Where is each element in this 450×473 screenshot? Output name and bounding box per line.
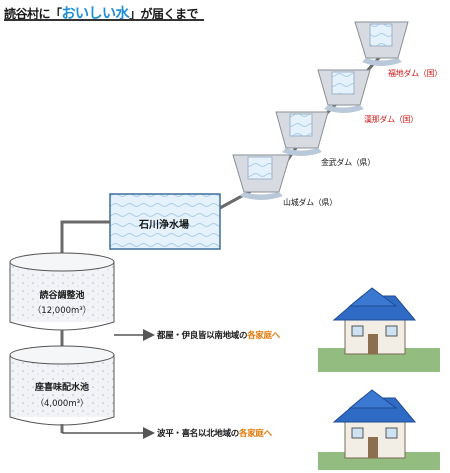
tank-capacity-zakimi: （4,000m³） xyxy=(35,399,89,409)
pipe-plant-tank xyxy=(60,220,110,262)
tank-zakimi xyxy=(9,345,115,426)
destination-2-text: 波平・喜名以北地域の xyxy=(157,429,240,439)
tank-label-yomitan: 読谷調整池 xyxy=(39,291,85,301)
destination-1-text: 都屋・伊良皆以南地域の xyxy=(157,331,248,341)
page-title: 読谷村に「おいしい水」が届くまで xyxy=(4,3,199,23)
title-suffix: 」が届くまで xyxy=(129,7,199,21)
title-underline xyxy=(4,19,204,21)
plant-label: 石川浄水場 xyxy=(139,220,189,231)
title-highlight: おいしい水 xyxy=(61,6,130,22)
title-prefix: 読谷村に「 xyxy=(4,7,62,21)
destination-1: 都屋・伊良皆以南地域の各家庭へ xyxy=(157,329,280,341)
dam-kanna xyxy=(317,69,371,113)
dam-fukuji xyxy=(354,21,409,66)
destination-2-accent: 各家庭へ xyxy=(239,429,272,439)
house-icon-2 xyxy=(318,389,440,470)
dam-label-yamashiro: 山城ダム（県） xyxy=(283,198,337,207)
dam-label-kanna: 漢那ダム（国） xyxy=(364,115,418,124)
tank-capacity-yomitan: （12,000m³） xyxy=(32,306,92,316)
destination-2: 波平・喜名以北地域の各家庭へ xyxy=(157,427,272,439)
destination-1-accent: 各家庭へ xyxy=(247,331,281,341)
dam-label-fukuji: 福地ダム（国） xyxy=(388,69,442,78)
tank-yomitan xyxy=(9,252,115,331)
dam-label-kin: 金武ダム（県） xyxy=(321,158,375,167)
dam-kin xyxy=(275,111,329,156)
house-icon-1 xyxy=(318,287,440,372)
tank-label-zakimi: 座喜味配水池 xyxy=(34,383,89,393)
dam-yamashiro xyxy=(232,154,291,200)
